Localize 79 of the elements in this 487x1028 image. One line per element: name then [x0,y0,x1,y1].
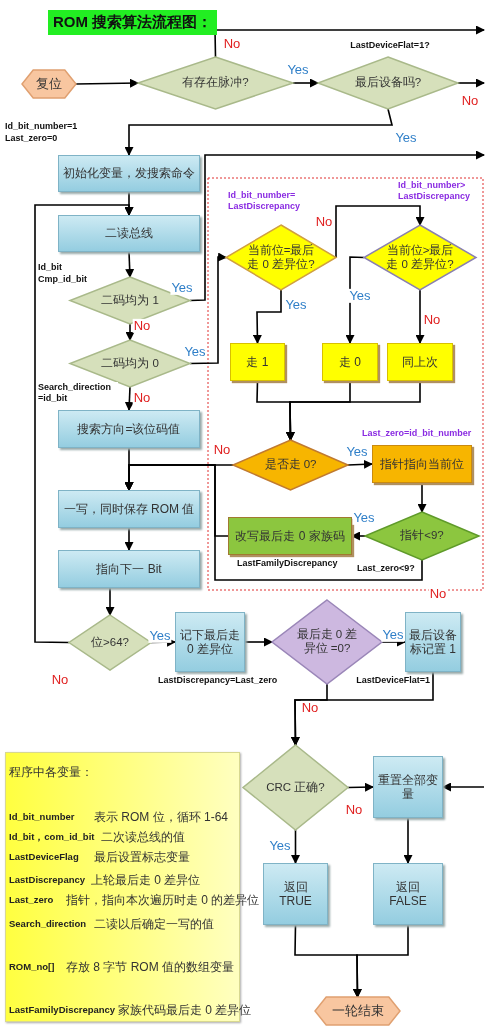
arrow [124,386,134,411]
process-box: 最后设备标记置 1 [405,612,461,672]
decision-diamond: CRC 正确? [243,745,348,830]
variable-name: ROM_no[] [9,961,55,972]
process-box: 一写，同时保存 ROM 值 [58,490,200,528]
arrow [291,829,300,864]
edge-label: No [132,390,152,406]
arrow [189,252,227,365]
process-box: 改写最后走 0 家族码 [228,517,352,555]
arrow [442,782,485,792]
edge-label: Yes [170,280,194,296]
process-box: 走 0 [322,343,378,381]
arrow [292,78,319,88]
process-box: 初始化变量，发搜索命令 [58,155,200,192]
terminal-hexagon: 一轮结束 [315,997,400,1025]
process-box: 二读总线 [58,215,200,252]
arrow [125,251,135,278]
variable-description: 家族代码最后走 0 差异位 [118,1002,252,1019]
variable-description: 最后设置标志变量 [94,849,190,866]
arrow [417,482,427,513]
arrow [335,205,425,259]
variable-name: LastDeviceFlag [9,851,79,862]
process-box: 记下最后走 0 差异位 [175,612,245,672]
variable-description: 存放 8 字节 ROM 值的数组变量 [66,959,234,976]
variable-name: Id_bit，com_id_bit [9,831,95,844]
arrow [457,78,485,88]
variable-name: Last_zero [9,894,54,905]
arrow [244,637,273,647]
terminal-hexagon: 复位 [22,70,76,98]
process-box: 指向下一 Bit [58,550,200,588]
edge-label: No [132,318,152,334]
decision-diamond: 当前位>最后走 0 差异位? [364,225,476,290]
arrow [124,527,134,551]
process-box: 同上次 [387,343,453,381]
annotation-text: Last_zero<9? [357,563,417,575]
edge-label: Yes [348,288,372,304]
process-box: 返回 TRUE [263,863,328,925]
process-box: 返回 FALSE [373,863,443,925]
arrow [105,587,115,616]
annotation-text: Search_direction =id_bit [38,382,118,405]
decision-diamond: 位>64? [69,615,151,670]
variable-description: 表示 ROM 位，循环 1-64 [94,809,228,826]
variable-description: 二次读总线的值 [101,829,185,846]
arrow [347,782,374,792]
variable-description: 指针，指向本次遍历时走 0 的差异位 [66,892,260,909]
arrow [75,78,139,88]
arrow [290,671,434,746]
variable-name: Search_direction [9,918,87,929]
variable-name: LastDiscrepancy [9,874,86,885]
variable-name: Id_bit_number [9,811,75,822]
title: ROM 搜索算法流程图： [48,10,218,35]
decision-diamond: 当前位=最后走 0 差异位? [226,225,336,290]
process-box: 指针指向当前位 [372,445,472,483]
arrow [189,150,485,302]
variable-description: 二读以后确定一写的值 [94,916,214,933]
panel-heading: 程序中各变量： [9,764,93,781]
arrow [125,323,135,341]
process-box: 搜索方向=该位码值 [58,410,200,448]
variable-name: LastFamilyDiscrepancy [9,1004,116,1015]
arrow [345,256,365,344]
process-box: 走 1 [230,343,285,381]
arrow [252,289,282,344]
edge-label: Yes [148,628,172,644]
arrow [124,447,134,491]
edge-label: Yes [381,627,405,643]
annotation-text: LastDiscrepancy=Last_zero [158,675,278,687]
arrow [124,108,394,156]
arrow [352,924,409,998]
arrow [403,817,413,864]
arrow [214,25,485,58]
arrow [351,531,366,541]
process-box: 重置全部变量 [373,756,443,818]
variable-description: 上轮最后走 0 差异位 [91,872,201,889]
decision-diamond: 是否走 0? [233,440,348,490]
arrow [34,204,134,644]
decision-diamond: 最后设备吗? [318,57,458,109]
arrow [285,380,421,441]
arrow [347,459,373,469]
arrow [415,289,425,344]
